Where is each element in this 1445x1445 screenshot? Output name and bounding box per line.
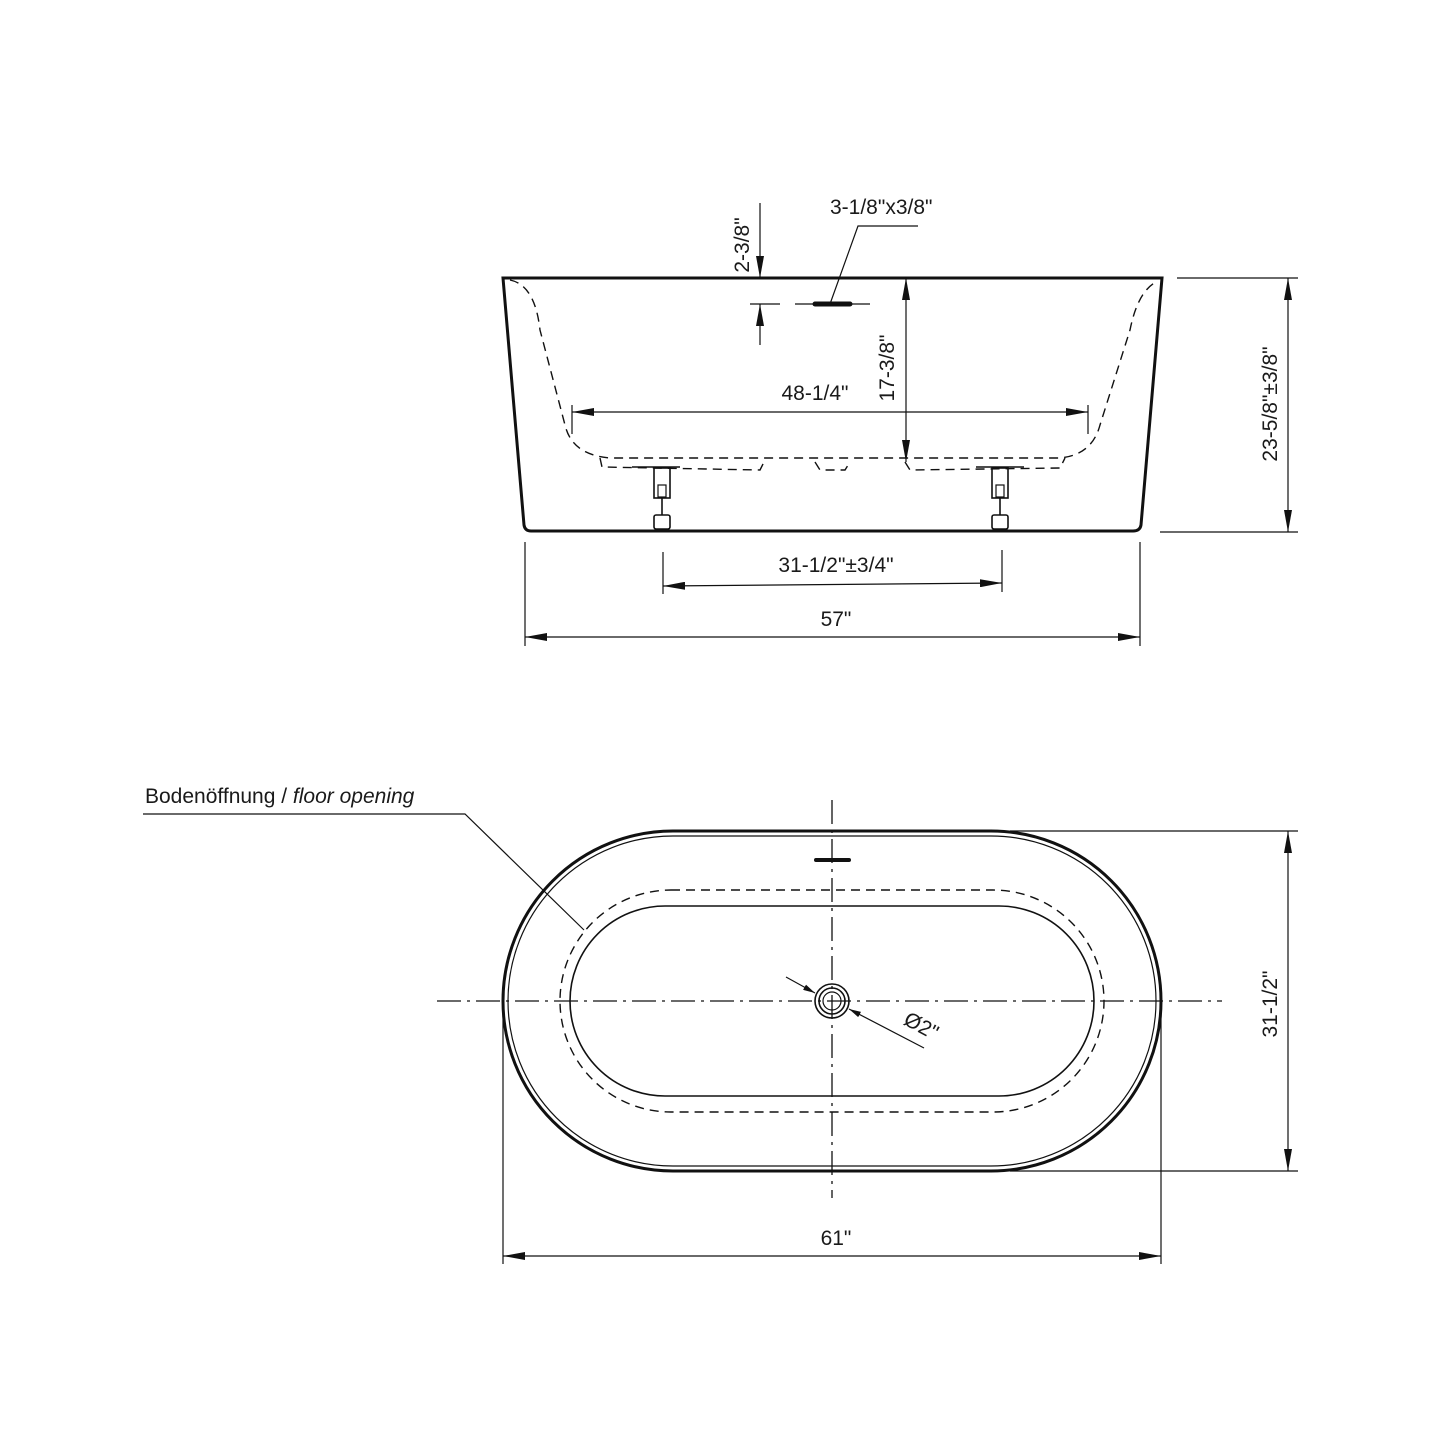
adjustable-foot-right [976, 466, 1024, 530]
bottom-length-label: 57" [821, 608, 852, 631]
side-view: 3-1/8"x3/8" 2-3/8" 17-3/8" 48-1/4" 23-5/… [501, 196, 1298, 646]
inner-depth-label: 17-3/8" [876, 335, 899, 402]
width-label: 31-1/2" [1259, 971, 1282, 1038]
tub-inner-basin-dashed [509, 279, 1159, 459]
length-label: 61" [821, 1227, 852, 1250]
floor-opening-leader [143, 813, 585, 931]
tub-base-dashed [599, 457, 1066, 471]
inner-length-label: 48-1/4" [782, 382, 849, 405]
overflow-offset-label: 2-3/8" [731, 217, 754, 272]
total-height-label: 23-5/8"±3/8" [1259, 346, 1282, 461]
drain-icon [814, 983, 850, 1019]
tub-outer-profile [501, 276, 1164, 533]
overflow-leader [829, 225, 918, 305]
top-view: Ø2" Bodenöffnung / floor opening 31-1/2"… [143, 785, 1298, 1264]
overflow-size-label: 3-1/8"x3/8" [830, 196, 932, 219]
adjustable-foot-left [632, 466, 680, 530]
foot-spacing-label: 31-1/2"±3/4" [778, 554, 893, 577]
floor-opening-callout: Bodenöffnung / floor opening [145, 785, 415, 808]
